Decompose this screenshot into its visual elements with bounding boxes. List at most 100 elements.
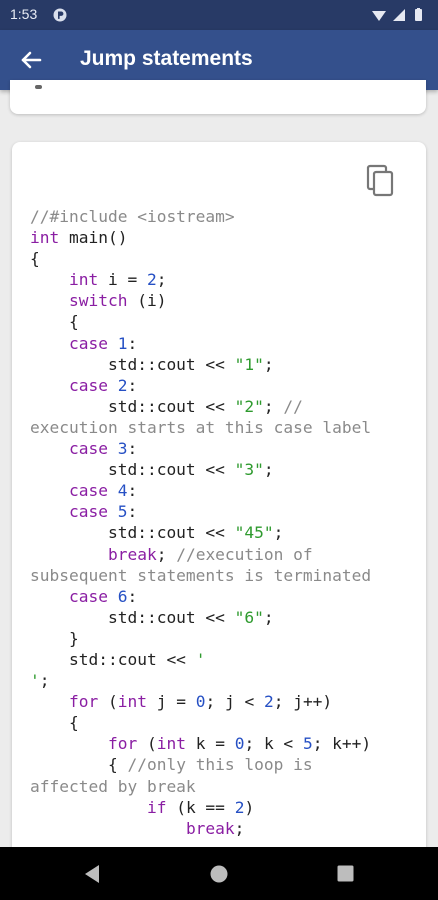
back-button[interactable] — [14, 46, 50, 74]
code-token: ; — [39, 671, 50, 691]
code-token: case — [68, 375, 108, 395]
code-token: ( — [137, 734, 157, 754]
code-token — [108, 481, 118, 500]
code-line: subsequent statements is terminated — [30, 565, 371, 586]
code-line: for (int k = 0; k < 5; k++) — [30, 733, 371, 754]
code-token: 2 — [117, 375, 128, 395]
code-token: (i) — [127, 291, 167, 311]
code-line: case 5: — [30, 501, 371, 522]
code-token: "45" — [234, 523, 274, 543]
code-token: switch — [68, 291, 128, 311]
app-notification-icon — [53, 8, 67, 22]
code-token: break — [185, 818, 235, 838]
code-token: subsequent statements is terminated — [30, 565, 372, 585]
code-token: ; — [156, 544, 177, 564]
code-token: 4 — [117, 481, 128, 501]
code-token: 2 — [263, 692, 274, 712]
code-token — [30, 376, 69, 395]
code-token — [30, 270, 69, 289]
code-token: ; j++) — [273, 692, 333, 712]
code-token: ; — [273, 523, 284, 543]
code-token: case — [68, 586, 108, 606]
code-token: 5 — [302, 734, 313, 754]
code-token: std::cout << — [30, 460, 235, 480]
previous-content-card — [10, 80, 426, 114]
code-token — [108, 502, 118, 521]
code-line: { — [30, 712, 371, 733]
code-line: std::cout << "2"; // — [30, 396, 371, 417]
code-token: std::cout << — [30, 649, 196, 669]
code-token: (k == — [166, 797, 235, 817]
page-title: Jump statements — [80, 47, 253, 70]
navigation-bar — [0, 847, 438, 900]
code-token: for — [68, 692, 99, 712]
code-token: ( — [98, 692, 118, 712]
code-token: ; — [263, 396, 284, 416]
code-line: case 3: — [30, 438, 371, 459]
code-token: { — [30, 249, 40, 269]
code-token: ; j < — [205, 692, 264, 712]
code-token — [30, 545, 108, 564]
code-line: if (k == 2) — [30, 797, 371, 818]
code-token — [30, 502, 69, 521]
copy-button[interactable] — [364, 162, 398, 200]
code-line: } — [30, 628, 371, 649]
code-token: 0 — [234, 734, 245, 754]
signal-icon — [393, 9, 405, 21]
code-line: { — [30, 311, 371, 332]
code-line: std::cout << "45"; — [30, 522, 371, 543]
code-token: k = — [185, 734, 235, 754]
code-token: j = — [146, 692, 196, 712]
code-line: break; //execution of — [30, 544, 371, 565]
code-token: ; — [263, 460, 274, 480]
code-token: case — [68, 502, 108, 522]
status-time: 1:53 — [10, 6, 38, 22]
code-token: "1" — [234, 354, 264, 374]
code-token: ; — [263, 607, 274, 627]
code-token: 1 — [117, 333, 128, 353]
code-token: } — [30, 628, 79, 648]
code-line: std::cout << "1"; — [30, 354, 371, 375]
code-token: std::cout << — [30, 354, 235, 374]
code-token: ; — [234, 818, 245, 838]
system-status-icons — [372, 8, 422, 21]
code-token: //execution of — [176, 544, 313, 564]
code-line: std::cout << "3"; — [30, 459, 371, 480]
code-token: int — [30, 228, 60, 248]
code-token: ; k < — [244, 734, 303, 754]
code-token: : — [127, 333, 138, 353]
code-line: case 4: — [30, 480, 371, 501]
code-token — [108, 587, 118, 606]
code-token — [30, 587, 69, 606]
code-line: int i = 2; — [30, 269, 371, 290]
code-token — [30, 798, 147, 817]
code-token — [30, 734, 108, 753]
code-line: execution starts at this case label — [30, 417, 371, 438]
code-token — [30, 291, 69, 310]
code-token: ' — [30, 671, 40, 691]
code-token: std::cout << — [30, 396, 235, 416]
code-line: std::cout << ' — [30, 649, 371, 670]
code-line: for (int j = 0; j < 2; j++) — [30, 691, 371, 712]
code-token — [30, 334, 69, 353]
code-token: int — [156, 734, 186, 754]
status-bar: 1:53 — [0, 0, 438, 30]
triangle-back-icon[interactable] — [83, 864, 101, 884]
code-token: { — [30, 713, 79, 733]
square-recents-icon[interactable] — [337, 865, 354, 882]
code-token: int — [68, 270, 99, 290]
wifi-icon — [372, 11, 386, 21]
code-token: ; k++) — [312, 734, 372, 754]
code-token: ' — [195, 649, 206, 669]
code-line: switch (i) — [30, 290, 371, 311]
code-token: if — [146, 797, 167, 817]
code-token: affected by break — [30, 776, 196, 796]
code-token — [108, 439, 118, 458]
code-token: execution starts at this case label — [30, 417, 372, 437]
code-token: 5 — [117, 502, 128, 522]
code-token: "6" — [234, 607, 264, 627]
code-line: '; — [30, 670, 371, 691]
code-line: std::cout << "6"; — [30, 607, 371, 628]
code-line: { — [30, 248, 371, 269]
circle-home-icon[interactable] — [210, 865, 228, 883]
